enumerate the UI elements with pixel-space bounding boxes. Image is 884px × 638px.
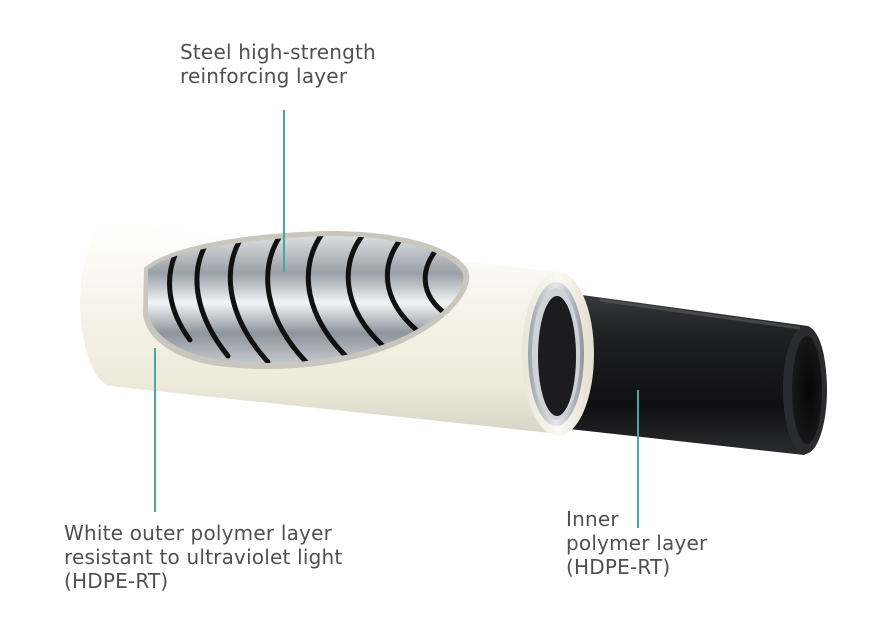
outer-layer-label-line3: (HDPE-RT) [64, 569, 169, 593]
inner-polymer-pipe [560, 292, 827, 455]
inner-layer-label-line3: (HDPE-RT) [566, 555, 671, 579]
inner-layer-label: Inner polymer layer (HDPE-RT) [566, 507, 707, 579]
inner-layer-label-line2: polymer layer [566, 531, 708, 555]
inner-layer-label-line1: Inner [566, 507, 619, 531]
leader-lines [154, 110, 639, 528]
steel-layer-label-line2: reinforcing layer [180, 64, 348, 88]
outer-layer-label: White outer polymer layer resistant to u… [64, 521, 342, 593]
steel-layer-label: Steel high-strength reinforcing layer [180, 40, 376, 88]
outer-layer-label-line1: White outer polymer layer [64, 521, 333, 545]
steel-layer-label-line1: Steel high-strength [180, 40, 376, 64]
steel-reinforcing-cutaway [143, 231, 470, 370]
outer-layer-label-line2: resistant to ultraviolet light [64, 545, 343, 569]
